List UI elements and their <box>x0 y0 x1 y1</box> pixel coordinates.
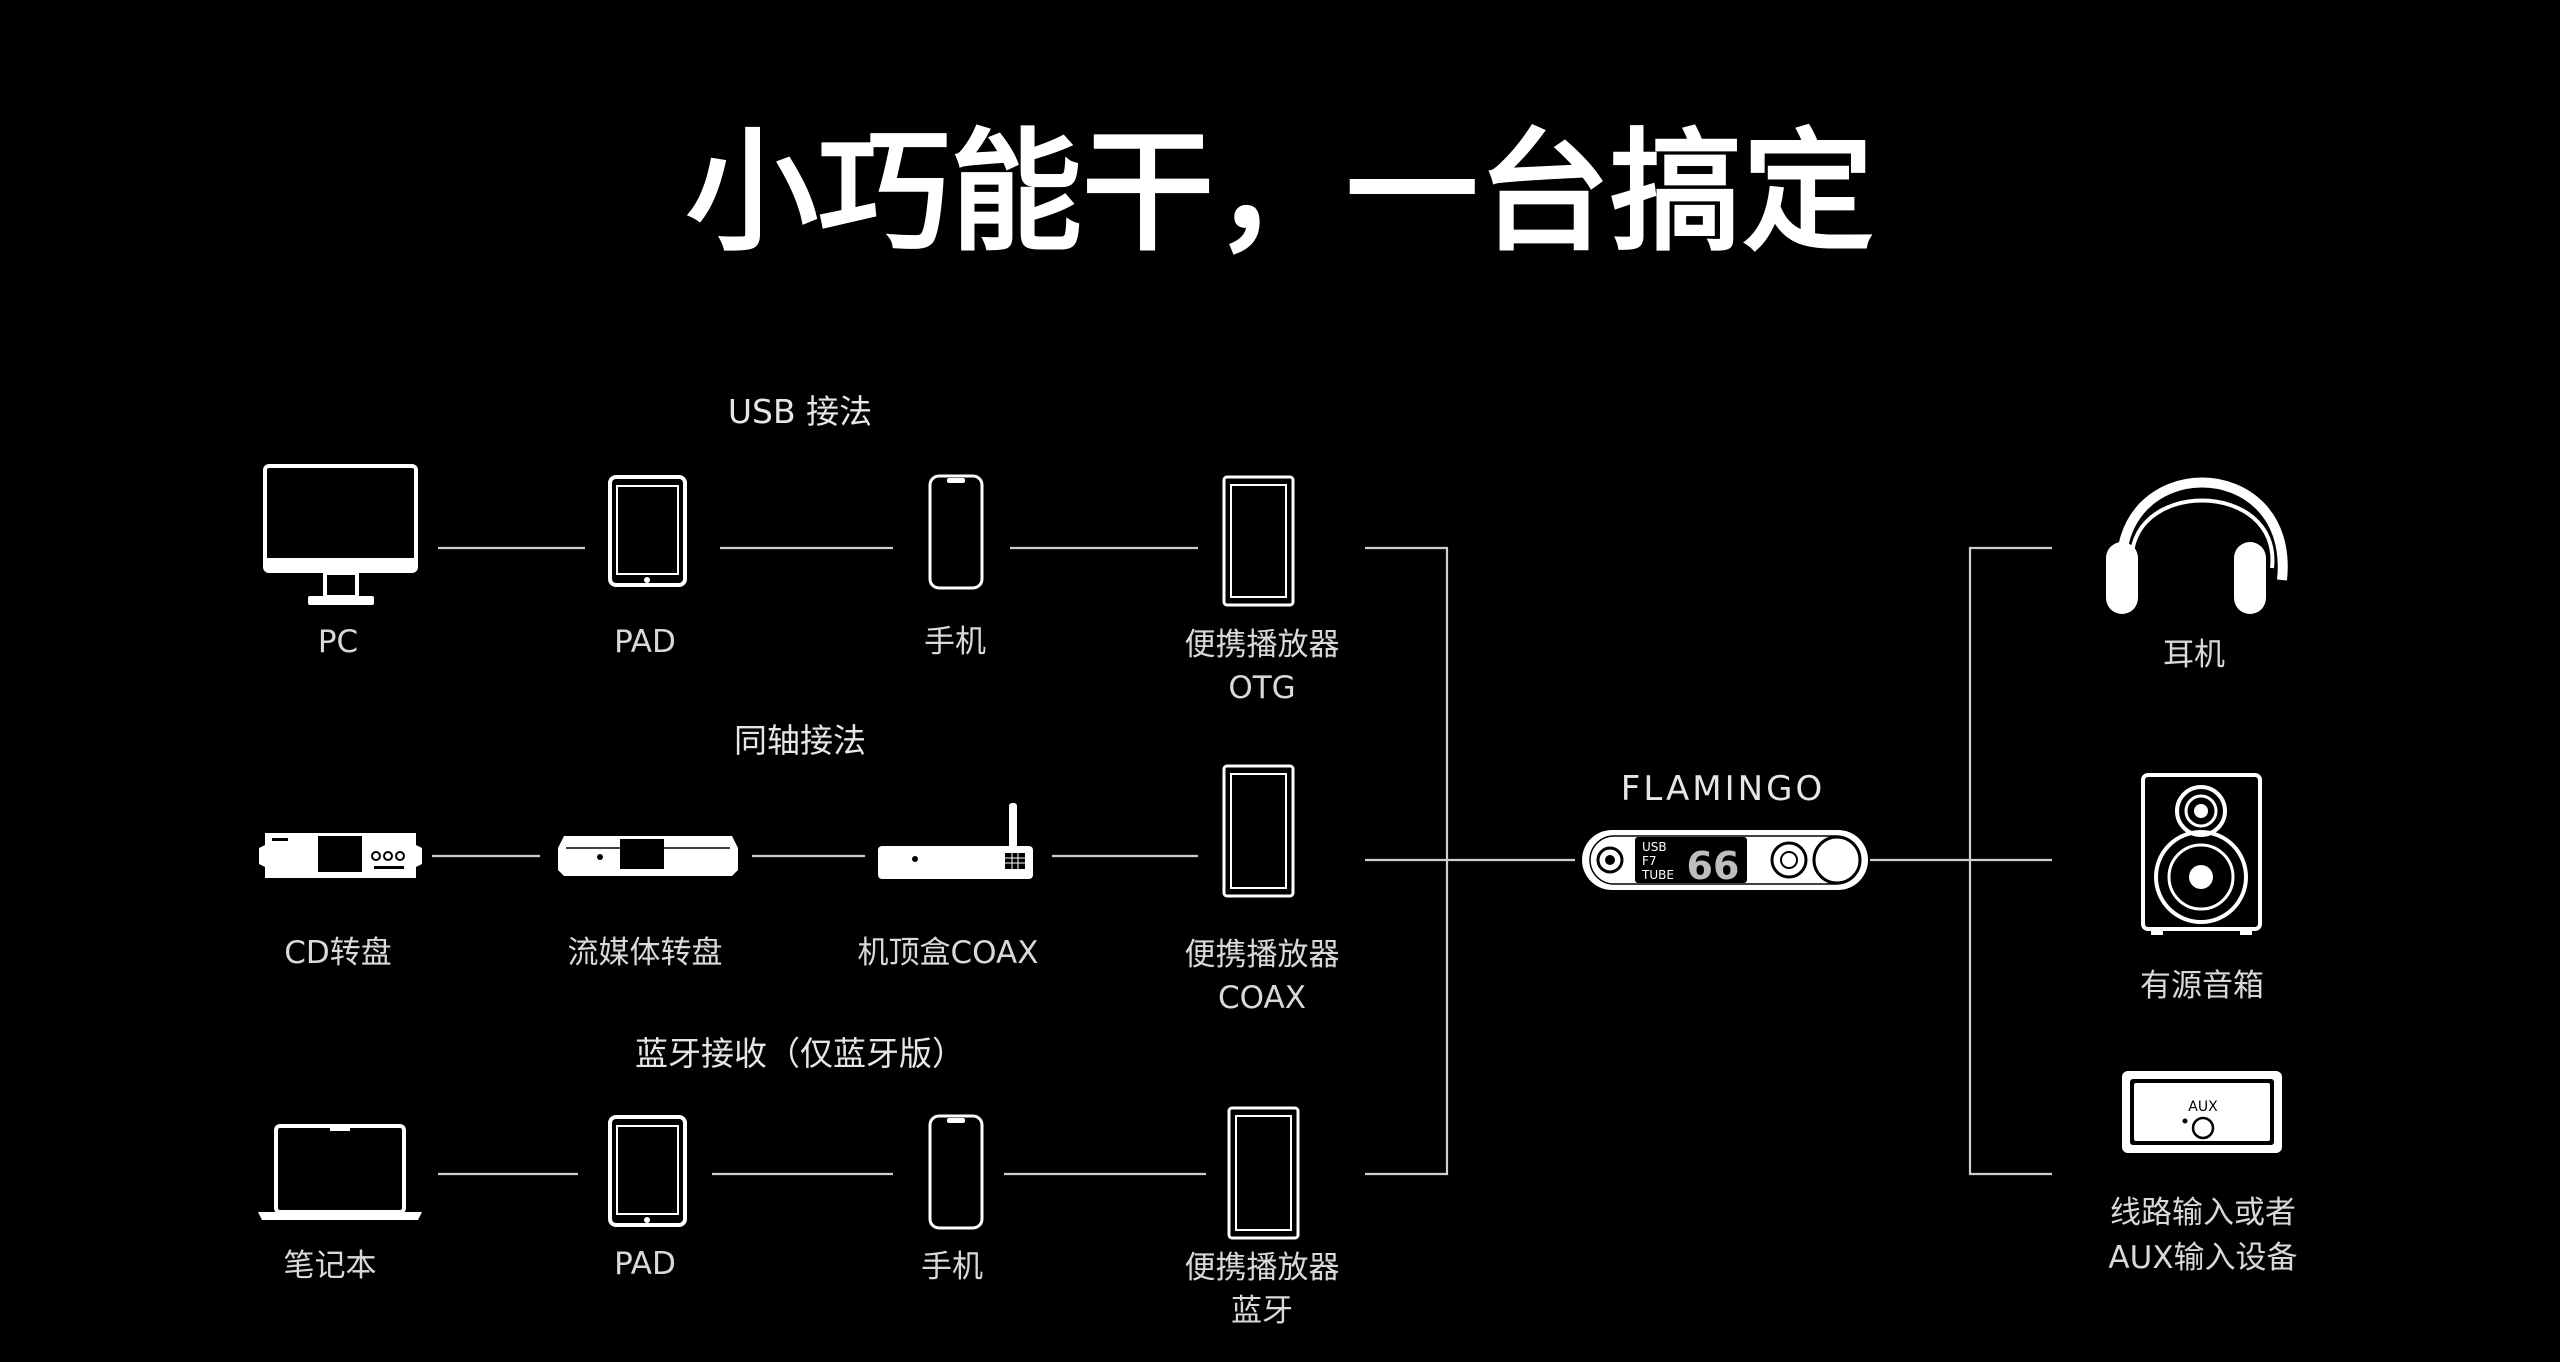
label-aux-1: 线路输入或者 <box>2110 1195 2296 1231</box>
aux-device-label: AUX <box>2188 1099 2218 1115</box>
headphones-icon <box>2106 477 2288 614</box>
label-player-bt-2: 蓝牙 <box>1231 1293 1293 1329</box>
aux-device-icon: AUX <box>2122 1071 2282 1153</box>
label-aux-2: AUX输入设备 <box>2108 1240 2297 1276</box>
tablet-icon <box>608 475 687 587</box>
smartphone-icon <box>928 474 984 590</box>
set-top-box-icon <box>878 803 1033 879</box>
monitor-icon <box>263 464 418 605</box>
hub-display-tag-2: F7 <box>1642 854 1657 868</box>
label-player-otg-1: 便携播放器 <box>1185 627 1340 663</box>
smartphone-icon <box>928 1114 984 1230</box>
label-pad-bt: PAD <box>614 1246 676 1282</box>
label-phone-bt: 手机 <box>921 1249 983 1285</box>
portable-player-icon <box>1227 1106 1300 1240</box>
label-pc: PC <box>318 624 358 660</box>
portable-player-icon <box>1222 764 1295 898</box>
label-player-coax-1: 便携播放器 <box>1185 937 1340 973</box>
label-laptop: 笔记本 <box>284 1248 377 1284</box>
label-player-coax-2: COAX <box>1218 980 1306 1016</box>
label-speaker: 有源音箱 <box>2140 968 2264 1004</box>
label-headphones: 耳机 <box>2163 637 2225 673</box>
section-usb: USB 接法 <box>728 392 872 431</box>
output-bracket <box>1968 546 2052 1176</box>
label-pad-usb: PAD <box>614 624 676 660</box>
label-phone-usb: 手机 <box>924 624 986 660</box>
hub-display-value: 66 <box>1687 844 1740 888</box>
speaker-icon <box>2141 773 2262 935</box>
laptop-icon <box>258 1124 422 1220</box>
tablet-icon <box>608 1115 687 1227</box>
cd-transport-icon <box>259 833 422 878</box>
label-stb: 机顶盒COAX <box>858 935 1039 971</box>
section-bluetooth: 蓝牙接收（仅蓝牙版） <box>635 1034 965 1073</box>
streamer-icon <box>558 836 738 876</box>
label-cd: CD转盘 <box>284 935 392 971</box>
label-streamer: 流媒体转盘 <box>568 935 723 971</box>
hub-display-tag-1: USB <box>1642 840 1667 854</box>
page-title: 小巧能干，一台搞定 <box>686 116 1874 270</box>
label-player-otg-2: OTG <box>1228 670 1295 706</box>
connection-lines <box>432 546 2052 1176</box>
hub-display-tag-3: TUBE <box>1641 868 1674 882</box>
label-player-bt-1: 便携播放器 <box>1185 1250 1340 1286</box>
flamingo-dac-icon: USB F7 TUBE 66 <box>1582 830 1868 890</box>
section-coax: 同轴接法 <box>734 721 866 760</box>
hub-label: FLAMINGO <box>1621 769 1825 809</box>
portable-player-icon <box>1222 475 1295 607</box>
